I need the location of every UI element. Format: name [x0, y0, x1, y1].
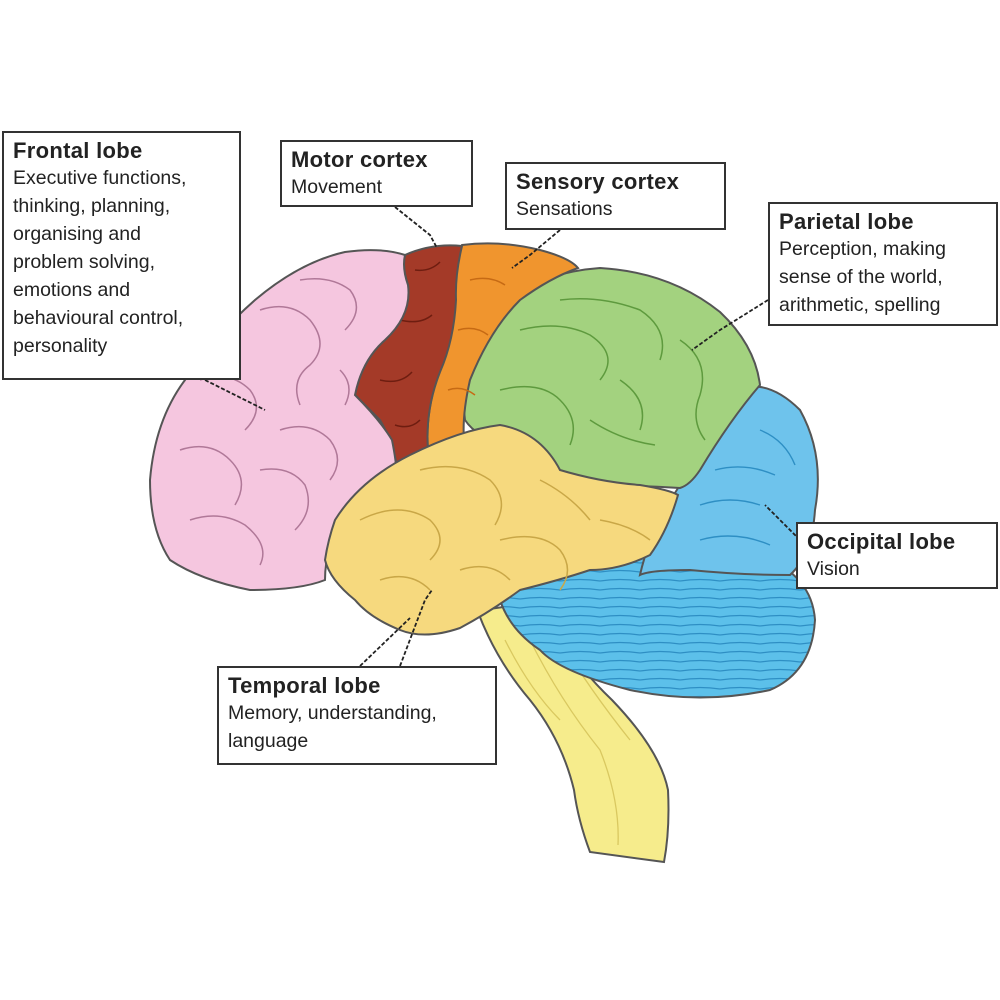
temporal-lobe-description: Memory, understanding, language [228, 702, 437, 752]
leader-motor [394, 206, 438, 249]
motor-cortex-label: Motor cortex Movement [280, 140, 473, 207]
occipital-lobe-description: Vision [807, 558, 860, 580]
sensory-cortex-description: Sensations [516, 198, 613, 220]
sensory-cortex-label: Sensory cortex Sensations [505, 162, 726, 230]
occipital-lobe-title: Occipital lobe [807, 529, 956, 554]
temporal-lobe-label: Temporal lobe Memory, understanding, lan… [217, 666, 497, 765]
temporal-lobe-title: Temporal lobe [228, 673, 381, 698]
occipital-lobe-label: Occipital lobe Vision [796, 522, 998, 589]
leader-lines [204, 206, 801, 667]
frontal-lobe-label: Frontal lobe Executive functions, thinki… [2, 131, 241, 380]
parietal-lobe-label: Parietal lobe Perception, making sense o… [768, 202, 998, 326]
leader-temporal [359, 589, 433, 667]
frontal-lobe-description: Executive functions, thinking, planning,… [13, 167, 187, 357]
leader-occipital [764, 504, 801, 541]
leader-parietal [691, 299, 769, 351]
motor-cortex-description: Movement [291, 176, 383, 198]
motor-cortex-title: Motor cortex [291, 147, 428, 172]
parietal-lobe-description: Perception, making sense of the world, a… [779, 238, 946, 316]
frontal-lobe-title: Frontal lobe [13, 138, 143, 163]
parietal-lobe-title: Parietal lobe [779, 209, 914, 234]
temporal-lobe [323, 423, 680, 636]
leader-frontal [204, 379, 266, 411]
sensory-cortex-title: Sensory cortex [516, 169, 680, 194]
leader-sensory [511, 229, 561, 269]
